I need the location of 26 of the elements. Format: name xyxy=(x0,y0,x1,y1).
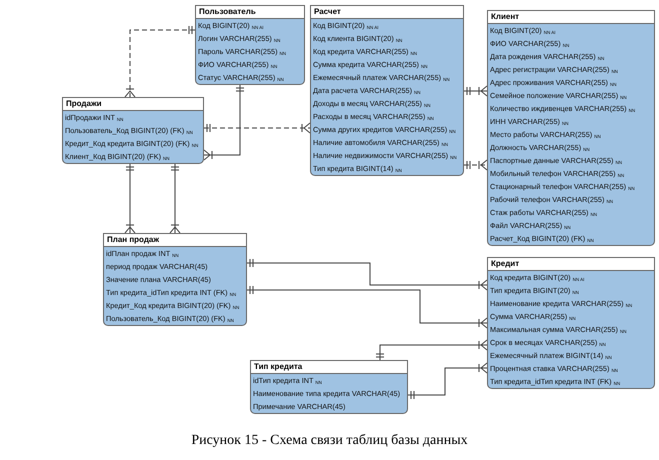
relationship-line xyxy=(124,26,196,98)
relationship-line xyxy=(124,164,136,234)
relationship-line xyxy=(464,160,488,170)
table-title: Пользователь xyxy=(196,6,304,19)
table-title: Клиент xyxy=(488,11,654,24)
table-card xyxy=(250,360,408,414)
table-title: Тип кредита xyxy=(251,361,407,374)
table-card xyxy=(487,257,655,389)
table-title: Продажи xyxy=(63,98,203,111)
relationship-line xyxy=(464,86,488,96)
table-card xyxy=(62,97,204,164)
relationship-line xyxy=(204,122,310,134)
table-card xyxy=(310,5,464,176)
relationship-line xyxy=(246,286,488,328)
relationship-line xyxy=(246,259,488,290)
relationship-line xyxy=(204,84,244,160)
table-title: План продаж xyxy=(104,234,246,247)
table-card xyxy=(195,5,305,85)
relationship-line xyxy=(170,164,180,234)
figure-caption: Рисунок 15 - Схема связи таблиц базы данных xyxy=(190,433,469,449)
table-card xyxy=(103,233,247,326)
relationship-line xyxy=(376,340,488,360)
table-title: Кредит xyxy=(488,258,654,271)
table-title: Расчет xyxy=(311,6,463,19)
relationship-line xyxy=(408,362,488,399)
table-card xyxy=(487,10,655,246)
